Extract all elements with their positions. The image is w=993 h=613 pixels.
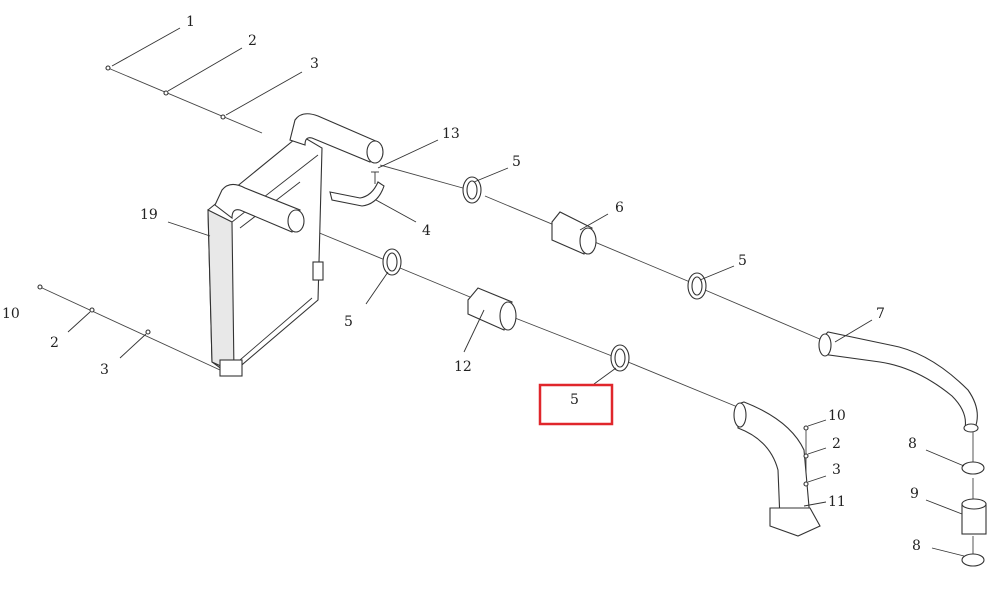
callout-4: 4: [422, 223, 431, 239]
hose-clamp-upper-1: [462, 176, 482, 204]
intercooler-inlet-pipe: [214, 183, 305, 233]
callout-3-top: 3: [310, 56, 319, 72]
breather-hose: [329, 181, 385, 207]
callout-19: 19: [140, 207, 158, 223]
callout-6: 6: [615, 200, 624, 216]
highlight-box: [538, 383, 614, 426]
intercooler-outlet-pipe: [289, 113, 384, 164]
hose-clamp-lower-2: [610, 344, 630, 372]
hose-clamp-8-upper: [961, 461, 985, 475]
callout-5-upper: 5: [512, 154, 521, 170]
intercooler-core: [207, 134, 324, 377]
callout-11: 11: [828, 494, 846, 510]
callout-10-left: 10: [2, 306, 20, 322]
callout-2-left: 2: [50, 335, 59, 351]
hose-clamp-8-lower: [961, 553, 985, 567]
callout-10-right: 10: [828, 408, 846, 424]
rubber-sleeve-12: [467, 287, 517, 331]
callout-2-right: 2: [832, 436, 841, 452]
callout-5-right: 5: [738, 253, 747, 269]
rubber-sleeve-9: [961, 498, 987, 535]
callout-5-highlighted: 5: [570, 392, 579, 408]
callout-8-upper: 8: [908, 436, 917, 452]
callout-13: 13: [442, 126, 460, 142]
callout-9: 9: [910, 486, 919, 502]
callout-1: 1: [186, 14, 195, 30]
air-pipe-11: [733, 401, 821, 537]
callout-5-left: 5: [344, 314, 353, 330]
callout-12: 12: [454, 359, 472, 375]
fasteners: [37, 65, 809, 487]
callout-labels: 1 2 3 13 5 19 6 4 5 10 5 2 7 12 3 5 10 2…: [2, 14, 921, 554]
rubber-sleeve-6: [551, 211, 597, 255]
hose-clamp-upper-2: [687, 272, 707, 300]
hose-clamp-lower-1: [382, 248, 402, 276]
callout-leaders: [67, 27, 965, 557]
callout-7: 7: [876, 306, 885, 322]
callout-3-right: 3: [832, 462, 841, 478]
callout-3-left: 3: [100, 362, 109, 378]
callout-2-top: 2: [248, 33, 257, 49]
bolt-13: [371, 171, 379, 184]
callout-8-lower: 8: [912, 538, 921, 554]
air-pipe-7: [818, 331, 979, 433]
